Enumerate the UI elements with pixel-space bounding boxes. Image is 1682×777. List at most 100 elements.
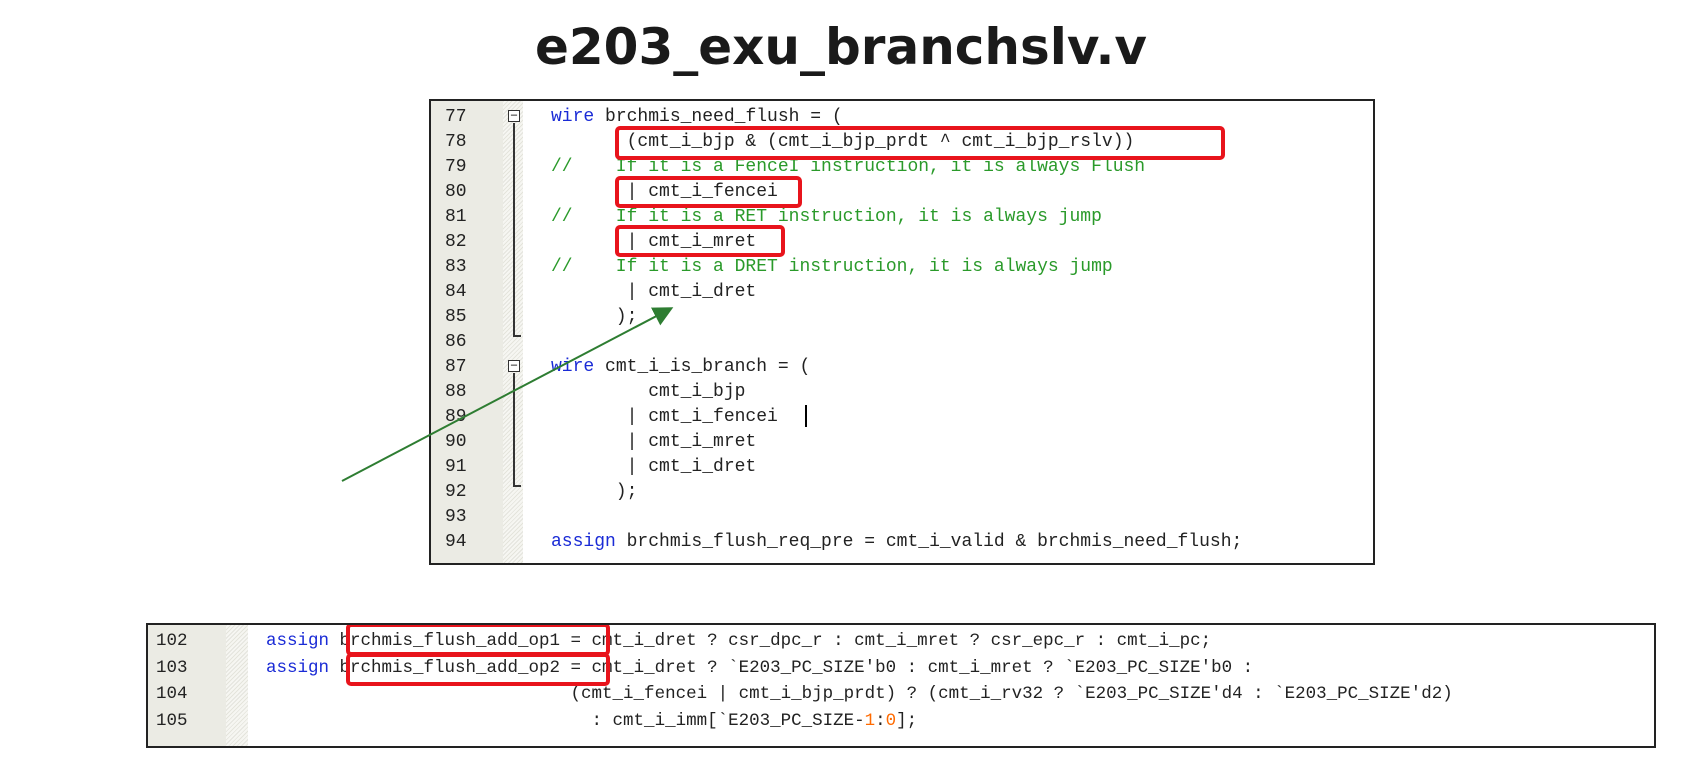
fold-collapse-icon[interactable]: − xyxy=(508,359,520,372)
keyword-token: assign xyxy=(266,631,330,651)
code-token: ); xyxy=(551,307,638,327)
code-token: | cmt_i_mret xyxy=(551,232,757,252)
code-line[interactable]: 103 assign brchmis_flush_add_op2 = cmt_i_… xyxy=(148,655,1654,682)
line-number: 83 xyxy=(445,257,467,277)
code-token: brchmis_flush_add_op2 = cmt_i_dret ? `E2… xyxy=(329,657,1254,678)
line-number: 78 xyxy=(445,132,467,152)
code-line[interactable]: 82 | cmt_i_mret xyxy=(431,230,1373,255)
line-number: 94 xyxy=(445,532,467,552)
code-token: brchmis_need_flush = ( xyxy=(594,107,843,127)
code-line[interactable]: 78 (cmt_i_bjp & (cmt_i_bjp_prdt ^ cmt_i_… xyxy=(431,130,1373,155)
fold-guide-line xyxy=(513,373,515,487)
number-token: 1 xyxy=(864,710,876,731)
code-line[interactable]: 91 | cmt_i_dret xyxy=(431,455,1373,480)
comment-token: // If it is a DRET instruction, it is al… xyxy=(551,257,1113,277)
line-number-gutter xyxy=(148,625,226,746)
code-line[interactable]: 102 assign brchmis_flush_add_op1 = cmt_i_… xyxy=(148,628,1654,655)
line-number-gutter xyxy=(431,101,503,563)
code-text: | cmt_i_mret xyxy=(551,230,757,255)
code-line[interactable]: 80 | cmt_i_fencei xyxy=(431,180,1373,205)
code-line[interactable]: 104 (cmt_i_fencei | cmt_i_bjp_prdt) ? (c… xyxy=(148,681,1654,708)
code-text: assign brchmis_flush_req_pre = cmt_i_val… xyxy=(551,530,1242,555)
code-token: cmt_i_bjp xyxy=(551,382,746,402)
line-number: 105 xyxy=(156,710,188,731)
code-text: wire brchmis_need_flush = ( xyxy=(551,105,843,130)
line-number: 82 xyxy=(445,232,467,252)
code-line[interactable]: 93 xyxy=(431,505,1373,530)
code-text: // If it is a RET instruction, it is alw… xyxy=(551,205,1102,230)
code-line[interactable]: 88 cmt_i_bjp xyxy=(431,380,1373,405)
code-line[interactable]: 81 // If it is a RET instruction, it is a… xyxy=(431,205,1373,230)
comment-token: // If it is a FenceI instruction, it is … xyxy=(551,157,1146,177)
code-text: | cmt_i_fencei xyxy=(551,405,778,430)
code-line[interactable]: 92 ); xyxy=(431,480,1373,505)
line-number: 89 xyxy=(445,407,467,427)
keyword-token: assign xyxy=(551,532,616,552)
line-number: 91 xyxy=(445,457,467,477)
code-text: // If it is a FenceI instruction, it is … xyxy=(551,155,1145,180)
code-token: | cmt_i_dret xyxy=(551,282,757,302)
line-number: 85 xyxy=(445,307,467,327)
code-text: ); xyxy=(551,480,638,505)
code-text: cmt_i_bjp xyxy=(551,380,745,405)
code-text: : cmt_i_imm[`E203_PC_SIZE-1:0]; xyxy=(266,708,918,735)
code-line[interactable]: 85 ); xyxy=(431,305,1373,330)
line-number: 87 xyxy=(445,357,467,377)
line-number: 84 xyxy=(445,282,467,302)
line-number: 92 xyxy=(445,482,467,502)
code-token: | cmt_i_dret xyxy=(551,457,757,477)
slide-title: e203_exu_branchslv.v xyxy=(534,18,1148,76)
code-line[interactable]: 90 | cmt_i_mret xyxy=(431,430,1373,455)
line-number: 103 xyxy=(156,657,188,678)
line-number: 86 xyxy=(445,332,467,352)
code-text: ); xyxy=(551,305,638,330)
code-token: brchmis_flush_req_pre = cmt_i_valid & br… xyxy=(615,532,1243,552)
code-line[interactable]: 87 wire cmt_i_is_branch = ( xyxy=(431,355,1373,380)
line-number: 102 xyxy=(156,631,188,651)
text-cursor xyxy=(805,405,807,427)
code-text: | cmt_i_dret xyxy=(551,280,757,305)
line-number: 88 xyxy=(445,382,467,402)
code-text: assign brchmis_flush_add_op2 = cmt_i_dre… xyxy=(266,655,1253,682)
line-number: 90 xyxy=(445,432,467,452)
code-line[interactable]: 89 | cmt_i_fencei xyxy=(431,405,1373,430)
comment-token: // If it is a RET instruction, it is alw… xyxy=(551,207,1102,227)
code-token: : cmt_i_imm[`E203_PC_SIZE- xyxy=(266,710,865,731)
line-number: 79 xyxy=(445,157,467,177)
code-line[interactable]: 86 xyxy=(431,330,1373,355)
code-line[interactable]: 94 assign brchmis_flush_req_pre = cmt_i_v… xyxy=(431,530,1373,555)
code-line[interactable]: 79 // If it is a FenceI instruction, it i… xyxy=(431,155,1373,180)
code-token: brchmis_flush_add_op1 = cmt_i_dret ? csr… xyxy=(329,631,1212,651)
code-token: cmt_i_is_branch = ( xyxy=(594,357,811,377)
line-number: 81 xyxy=(445,207,467,227)
code-token: : xyxy=(875,710,886,731)
code-text: (cmt_i_fencei | cmt_i_bjp_prdt) ? (cmt_i… xyxy=(266,681,1453,708)
code-text: wire cmt_i_is_branch = ( xyxy=(551,355,810,380)
code-text: (cmt_i_bjp & (cmt_i_bjp_prdt ^ cmt_i_bjp… xyxy=(551,130,1135,155)
code-line[interactable]: 77 wire brchmis_need_flush = ( xyxy=(431,105,1373,130)
fold-end-marker xyxy=(513,335,521,337)
code-token: (cmt_i_fencei | cmt_i_bjp_prdt) ? (cmt_i… xyxy=(266,684,1453,704)
code-token: | cmt_i_fencei xyxy=(551,182,778,202)
code-text: | cmt_i_fencei xyxy=(551,180,778,205)
line-number: 80 xyxy=(445,182,467,202)
fold-end-marker xyxy=(513,485,521,487)
code-text: | cmt_i_dret xyxy=(551,455,757,480)
keyword-token: assign xyxy=(266,657,330,678)
code-token: (cmt_i_bjp & (cmt_i_bjp_prdt ^ cmt_i_bjp… xyxy=(551,132,1135,152)
number-token: 0 xyxy=(885,710,897,731)
code-editor-bottom[interactable]: 102 assign brchmis_flush_add_op1 = cmt_i_… xyxy=(146,623,1656,748)
code-text: | cmt_i_mret xyxy=(551,430,757,455)
code-line[interactable]: 84 | cmt_i_dret xyxy=(431,280,1373,305)
fold-guide-line xyxy=(513,123,515,337)
code-line[interactable]: 83 // If it is a DRET instruction, it is … xyxy=(431,255,1373,280)
line-number: 93 xyxy=(445,507,467,527)
fold-collapse-icon[interactable]: − xyxy=(508,109,520,122)
code-token: | cmt_i_fencei xyxy=(551,407,778,427)
code-text: // If it is a DRET instruction, it is al… xyxy=(551,255,1113,280)
keyword-token: wire xyxy=(551,107,595,127)
code-token: ); xyxy=(551,482,638,502)
line-number: 77 xyxy=(445,107,467,127)
code-line[interactable]: 105 : cmt_i_imm[`E203_PC_SIZE-1:0]; xyxy=(148,708,1654,735)
